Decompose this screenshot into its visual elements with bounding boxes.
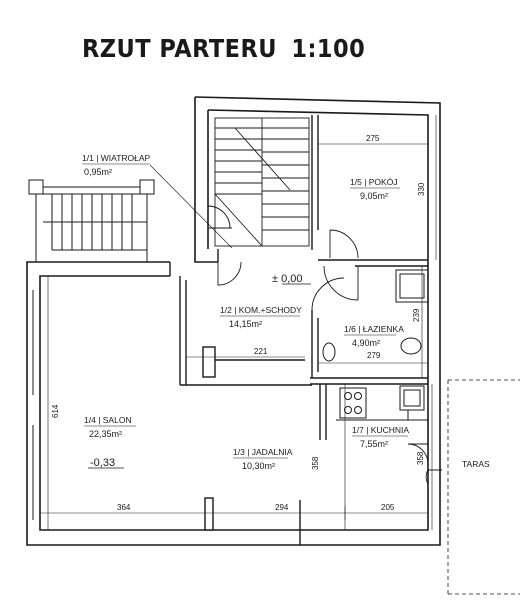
room-1-4-area: 22,35m² xyxy=(89,429,122,439)
plan-scale: 1:100 xyxy=(291,34,366,63)
shower-icon xyxy=(395,269,429,303)
dim-corridor-width: 221 xyxy=(254,347,268,356)
terrace xyxy=(447,379,520,595)
room-1-1-label: 1/1 | WIATROŁAP xyxy=(82,153,151,163)
dim-bath-width: 279 xyxy=(367,351,381,360)
dimension-lines xyxy=(40,115,437,530)
dim-room5-width: 275 xyxy=(366,134,380,143)
dim-room5-depth: 330 xyxy=(417,182,426,196)
entry-steps xyxy=(28,179,155,262)
level-entry: ± 0,00 xyxy=(272,273,303,285)
plan-title: RZUT PARTERU 1:100 xyxy=(82,34,365,63)
dim-bath-depth: 239 xyxy=(412,308,421,322)
stove-icon xyxy=(339,387,367,419)
sink-icon xyxy=(399,385,425,411)
fixtures xyxy=(322,269,429,421)
room-1-6-area: 4,90m² xyxy=(352,338,380,348)
room-1-7-area: 7,55m² xyxy=(360,439,388,449)
room-1-5-area: 9,05m² xyxy=(360,191,388,201)
room-1-5-label: 1/5 | POKÓJ xyxy=(350,177,398,187)
room-1-2-area: 14,15m² xyxy=(229,319,262,329)
room-1-3-label: 1/3 | JADALNIA xyxy=(233,447,293,457)
dim-jadalnia-depth: 358 xyxy=(311,456,320,470)
toilet-icon xyxy=(322,342,336,362)
dim-bottom-right: 205 xyxy=(381,503,395,512)
washbasin-icon xyxy=(400,337,422,355)
room-1-2-label: 1/2 | KOM.+SCHODY xyxy=(220,305,302,315)
terrace-label: TARAS xyxy=(462,459,490,469)
staircase xyxy=(214,117,310,247)
interior-walls xyxy=(169,115,428,545)
plan-title-text: RZUT PARTERU xyxy=(82,34,277,63)
room-1-4-label: 1/4 | SALON xyxy=(84,415,132,425)
room-1-1-area: 0,95m² xyxy=(84,167,112,177)
dim-kitchen-depth: 358 xyxy=(416,451,425,465)
dim-bottom-left: 364 xyxy=(117,503,131,512)
room-1-6-label: 1/6 | ŁAZIENKA xyxy=(344,324,404,334)
level-salon: -0,33 xyxy=(90,457,115,469)
room-1-3-area: 10,30m² xyxy=(242,461,275,471)
dim-bottom-mid: 294 xyxy=(275,503,289,512)
room-1-7-label: 1/7 | KUCHNIA xyxy=(352,425,409,435)
dim-salon-depth: 614 xyxy=(51,404,60,418)
